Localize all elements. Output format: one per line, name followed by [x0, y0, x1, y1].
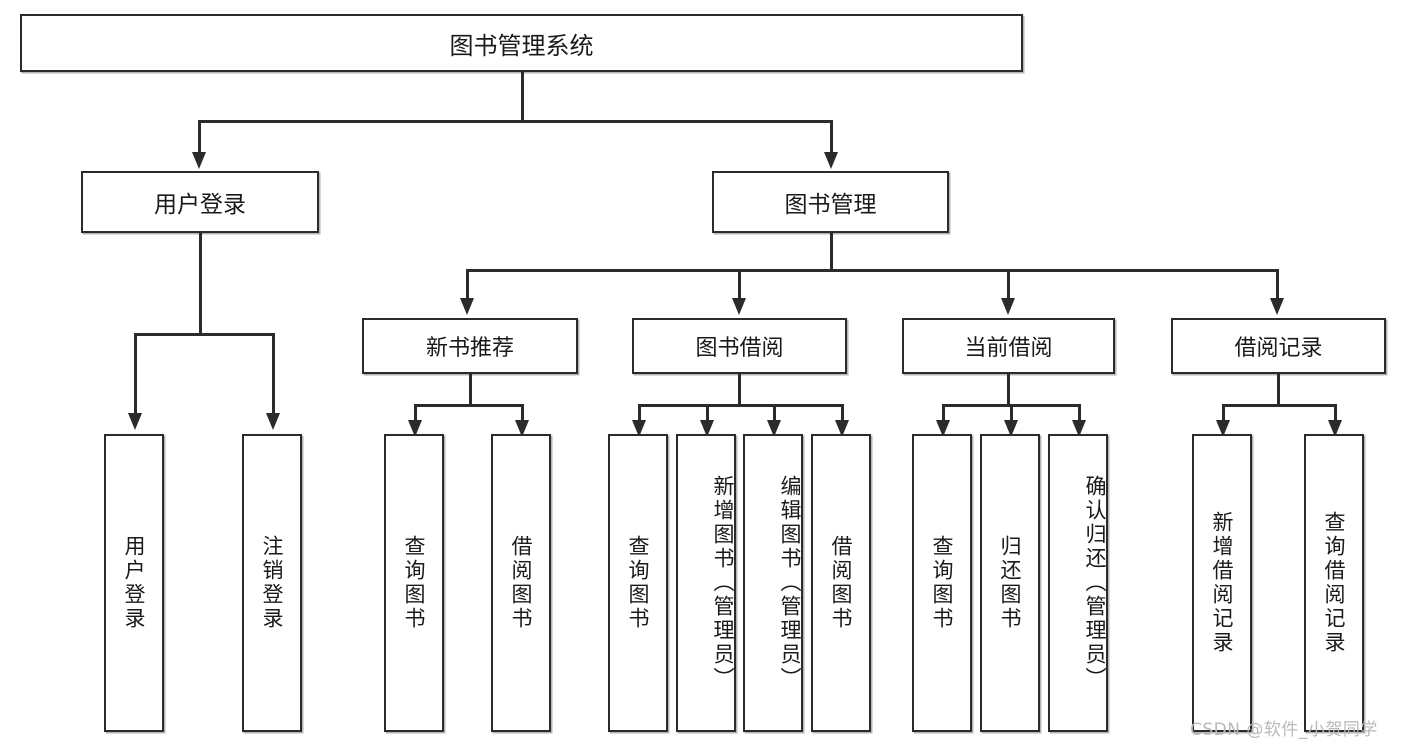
- edge-to-user-login: [198, 120, 201, 154]
- arrowhead-bb-leaf-2: [700, 420, 714, 437]
- edge-to-borrow-record: [1276, 269, 1279, 300]
- node-book-management[interactable]: 图书管理: [712, 171, 949, 233]
- arrowhead-cb-leaf-3: [1072, 420, 1086, 437]
- csdn-watermark: CSDN @软件_小贺同学: [1190, 715, 1378, 740]
- leaf-confirm-return-admin[interactable]: 确认归还（管理员）: [1048, 434, 1108, 732]
- edge-cb-leaf-2: [1010, 404, 1013, 422]
- edge-to-new-book-recommend: [466, 269, 469, 300]
- edge-to-book-management: [830, 120, 833, 154]
- arrowhead-to-leaf-user-login: [128, 413, 142, 430]
- node-label: 借阅图书: [829, 535, 854, 631]
- leaf-user-login[interactable]: 用户登录: [104, 434, 164, 732]
- node-label: 新增图书（管理员）: [711, 475, 735, 691]
- leaf-logout[interactable]: 注销登录: [242, 434, 302, 732]
- arrowhead-cb-leaf-1: [936, 420, 950, 437]
- arrowhead-br-leaf-2: [1328, 420, 1342, 437]
- arrowhead-nbr-leaf-2: [515, 420, 529, 437]
- leaf-query-borrow-record[interactable]: 查询借阅记录: [1304, 434, 1364, 732]
- edge-level2-bus: [466, 269, 1278, 272]
- leaf-add-book-admin[interactable]: 新增图书（管理员）: [676, 434, 736, 732]
- edge-user-login-bus: [134, 333, 274, 336]
- node-label: 当前借阅: [964, 336, 1053, 361]
- node-label: 用户登录: [122, 535, 147, 631]
- leaf-edit-book-admin[interactable]: 编辑图书（管理员）: [743, 434, 803, 732]
- edge-user-login-stem: [199, 233, 202, 335]
- arrowhead-cb-leaf-2: [1004, 420, 1018, 437]
- edge-current-borrow-stem: [1007, 374, 1010, 406]
- edge-book-borrow-stem: [738, 374, 741, 406]
- node-label: 新书推荐: [425, 336, 514, 361]
- edge-br-leaf-2: [1334, 404, 1337, 422]
- edge-borrow-record-stem: [1277, 374, 1280, 406]
- node-label: 新增借阅记录: [1210, 511, 1235, 655]
- leaf-return-book[interactable]: 归还图书: [980, 434, 1040, 732]
- node-new-book-recommend[interactable]: 新书推荐: [362, 318, 578, 374]
- edge-nbr-leaf-1: [414, 404, 417, 422]
- node-label: 归还图书: [998, 535, 1023, 631]
- leaf-borrow-book-recommend[interactable]: 借阅图书: [491, 434, 551, 732]
- edge-new-book-recommend-stem: [469, 374, 472, 406]
- node-label: 查询图书: [930, 535, 955, 631]
- node-user-login[interactable]: 用户登录: [81, 171, 319, 233]
- node-root-book-management-system[interactable]: 图书管理系统: [20, 14, 1023, 72]
- node-label: 图书借阅: [695, 336, 784, 361]
- node-label: 查询借阅记录: [1322, 511, 1347, 655]
- arrowhead-to-book-borrow: [732, 298, 746, 315]
- arrowhead-to-leaf-logout: [266, 413, 280, 430]
- edge-book-borrow-bus: [638, 404, 843, 407]
- arrowhead-br-leaf-1: [1216, 420, 1230, 437]
- arrowhead-to-borrow-record: [1270, 298, 1284, 315]
- leaf-query-book-current[interactable]: 查询图书: [912, 434, 972, 732]
- arrowhead-bb-leaf-4: [835, 420, 849, 437]
- node-label: 用户登录: [154, 192, 246, 218]
- node-borrow-record[interactable]: 借阅记录: [1171, 318, 1386, 374]
- edge-to-current-borrow: [1007, 269, 1010, 300]
- edge-to-leaf-user-login: [134, 333, 137, 415]
- leaf-borrow-book[interactable]: 借阅图书: [811, 434, 871, 732]
- node-label: 确认归还（管理员）: [1083, 475, 1107, 691]
- edge-cb-leaf-1: [942, 404, 945, 422]
- edge-root-stem: [521, 72, 524, 122]
- edge-book-management-stem: [830, 233, 833, 271]
- node-label: 注销登录: [260, 535, 285, 631]
- arrowhead-bb-leaf-1: [632, 420, 646, 437]
- arrowhead-to-book-management: [824, 152, 838, 169]
- arrowhead-nbr-leaf-1: [408, 420, 422, 437]
- arrowhead-bb-leaf-3: [767, 420, 781, 437]
- arrowhead-to-new-book-recommend: [460, 298, 474, 315]
- node-label: 编辑图书（管理员）: [778, 475, 802, 691]
- edge-bb-leaf-2: [706, 404, 709, 422]
- edge-to-leaf-logout: [272, 333, 275, 415]
- arrowhead-to-current-borrow: [1001, 298, 1015, 315]
- node-label: 借阅记录: [1234, 336, 1323, 361]
- edge-borrow-record-bus: [1222, 404, 1337, 407]
- node-current-borrow[interactable]: 当前借阅: [902, 318, 1115, 374]
- node-label: 图书管理: [784, 192, 877, 218]
- node-label: 图书管理系统: [449, 31, 594, 60]
- edge-to-book-borrow: [738, 269, 741, 300]
- edge-level1-bus: [198, 120, 832, 123]
- leaf-query-book-recommend[interactable]: 查询图书: [384, 434, 444, 732]
- edge-bb-leaf-4: [841, 404, 844, 422]
- node-label: 查询图书: [402, 535, 427, 631]
- leaf-query-book-borrow[interactable]: 查询图书: [608, 434, 668, 732]
- edge-br-leaf-1: [1222, 404, 1225, 422]
- edge-cb-leaf-3: [1078, 404, 1081, 422]
- edge-bb-leaf-1: [638, 404, 641, 422]
- node-label: 查询图书: [626, 535, 651, 631]
- edge-bb-leaf-3: [773, 404, 776, 422]
- watermark-text: CSDN @软件_小贺同学: [1190, 720, 1378, 740]
- leaf-add-borrow-record[interactable]: 新增借阅记录: [1192, 434, 1252, 732]
- node-label: 借阅图书: [509, 535, 534, 631]
- node-book-borrow[interactable]: 图书借阅: [632, 318, 847, 374]
- edge-new-book-recommend-bus: [414, 404, 524, 407]
- edge-nbr-leaf-2: [521, 404, 524, 422]
- arrowhead-to-user-login: [192, 152, 206, 169]
